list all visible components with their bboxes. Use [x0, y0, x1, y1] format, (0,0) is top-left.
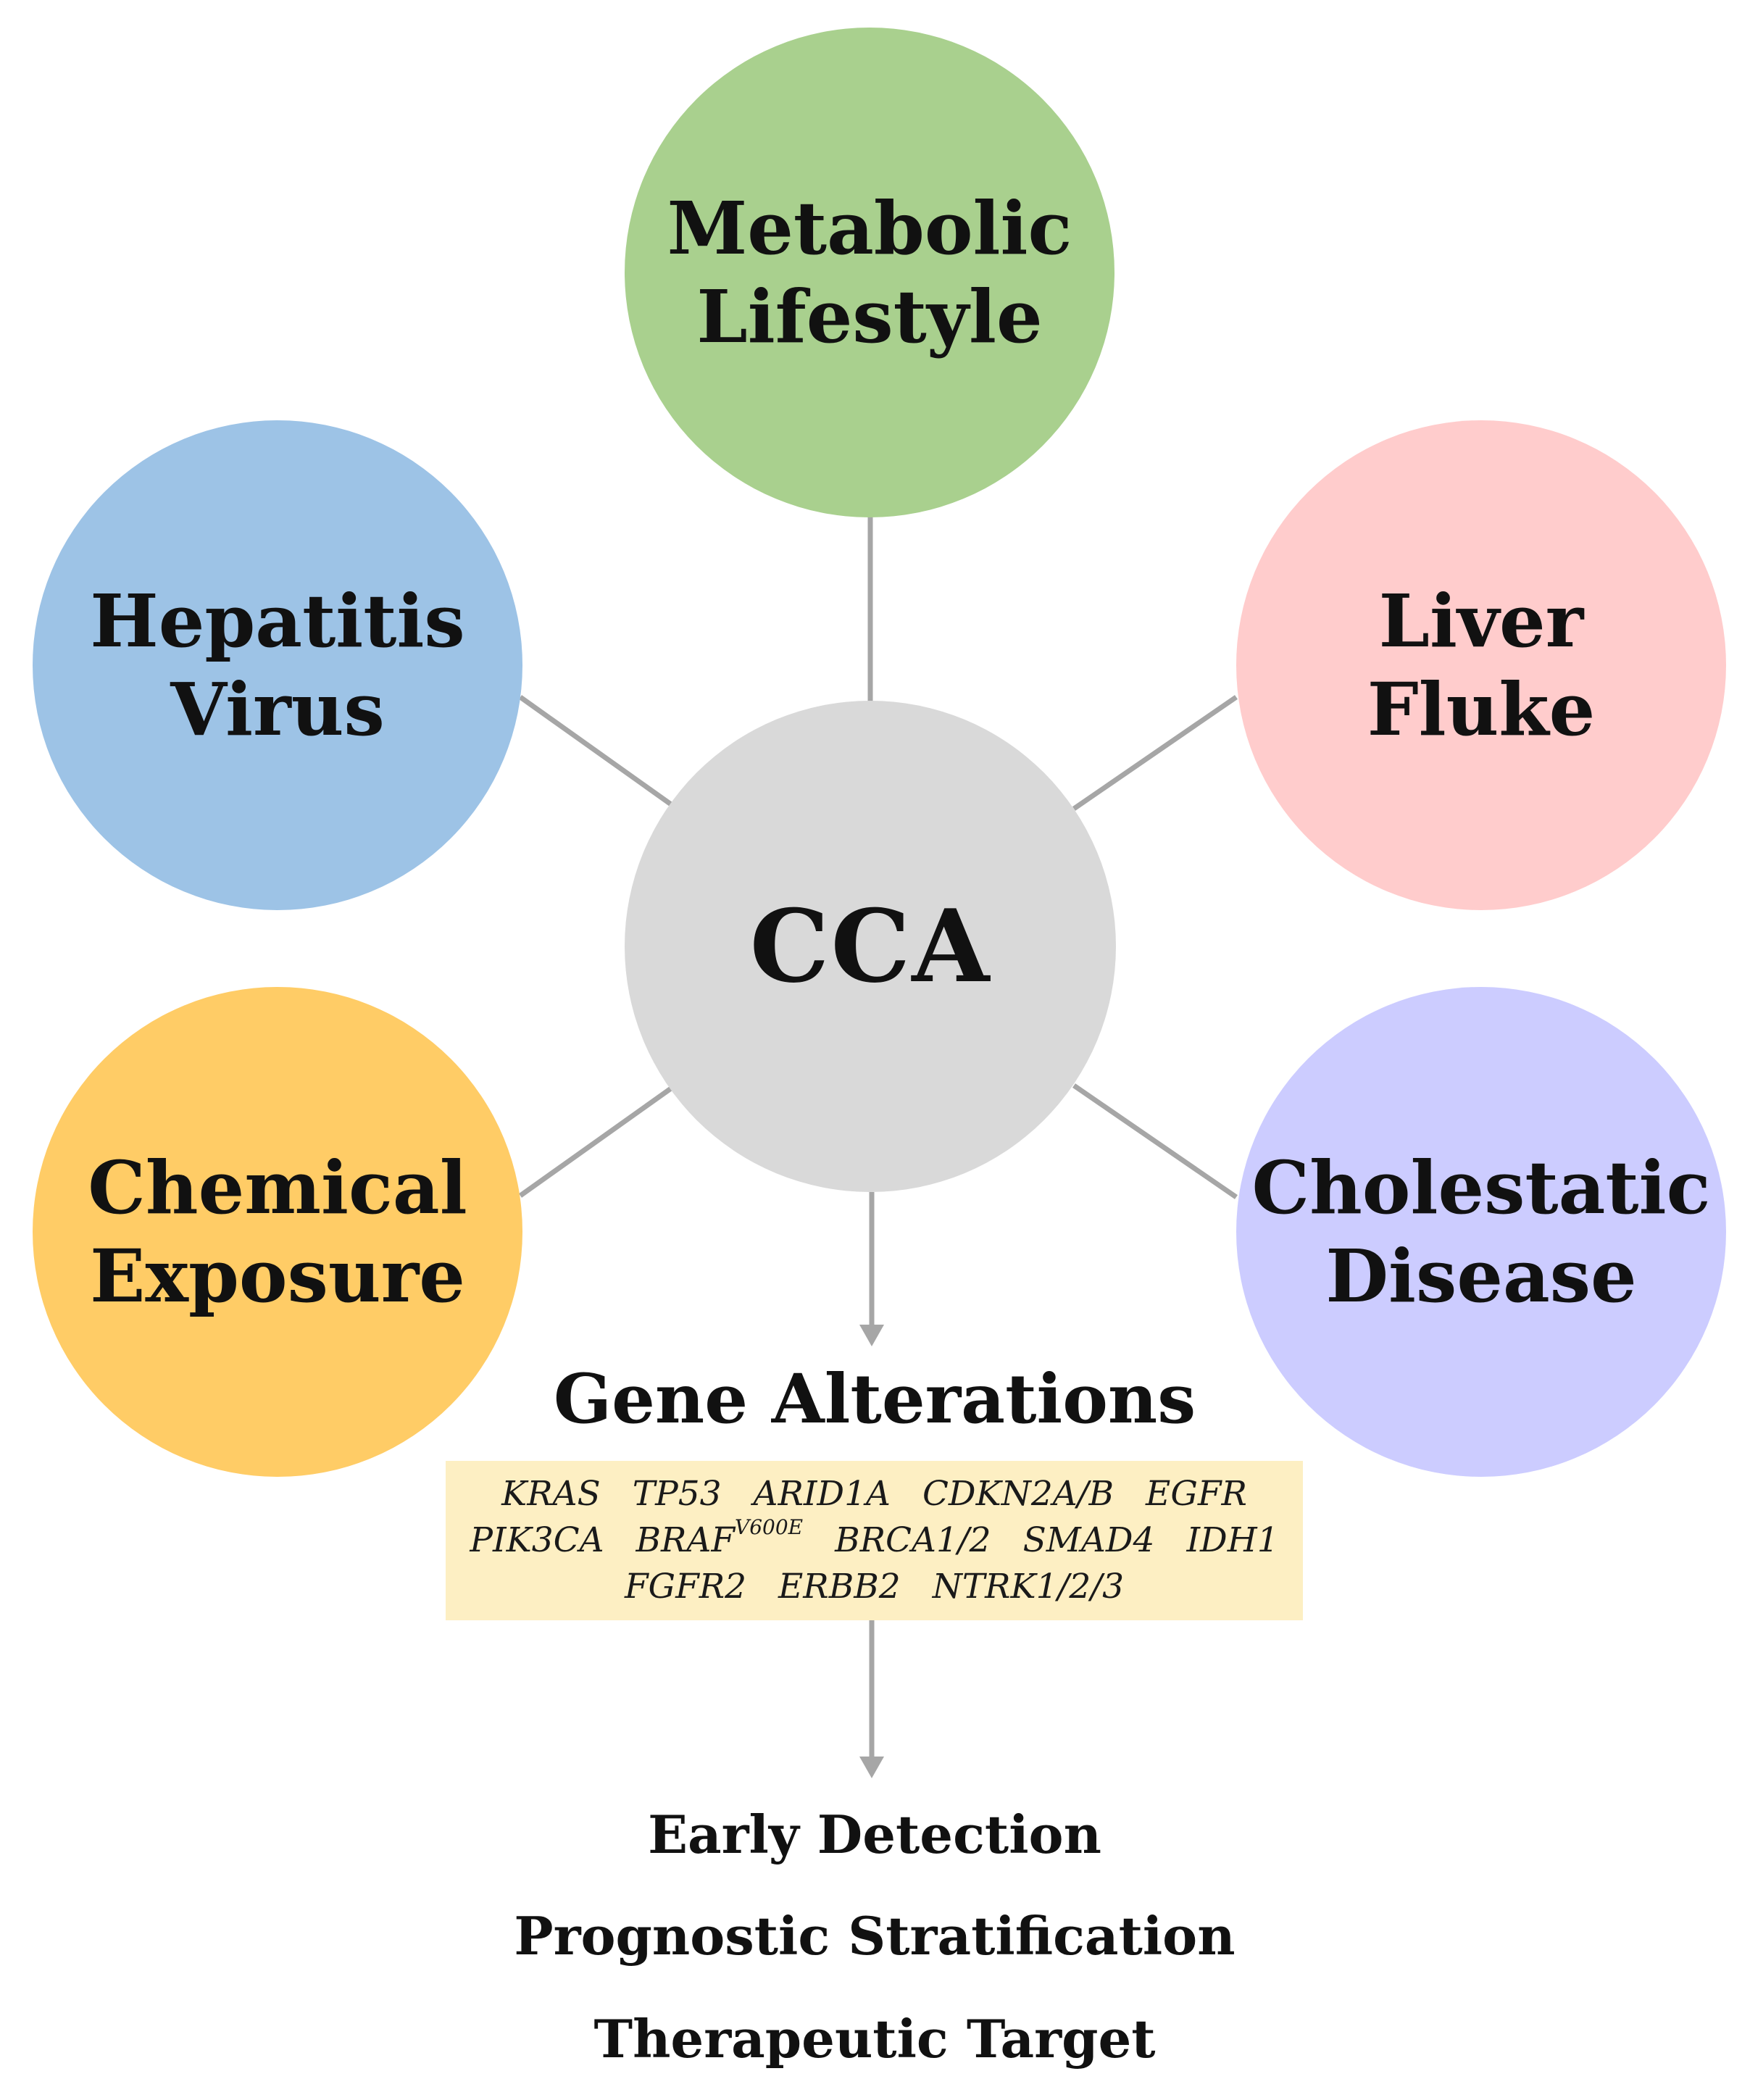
- center-node-cca: CCA: [625, 701, 1116, 1192]
- arrow-to-genes-head: [859, 1325, 884, 1346]
- connector-cholestatic: [1072, 1083, 1238, 1199]
- factor-hepatitis-virus: Hepatitis Virus: [33, 420, 522, 910]
- factor-label-line: Liver: [1378, 578, 1584, 664]
- outcome-therapeutic-target: Therapeutic Target: [593, 2008, 1156, 2070]
- factor-liver-fluke: Liver Fluke: [1236, 420, 1726, 910]
- gene-item: TP53: [632, 1474, 722, 1514]
- outcome-prognostic-stratification: Prognostic Stratification: [514, 1905, 1236, 1967]
- gene-item: ARID1A: [753, 1474, 891, 1514]
- gene-item: BRAF: [636, 1520, 735, 1560]
- factor-label-line: Fluke: [1367, 667, 1596, 752]
- gene-item-braf: BRAFV600E: [636, 1517, 804, 1564]
- gene-item: IDH1: [1186, 1520, 1279, 1560]
- gene-row: KRAS TP53 ARID1A CDKN2A/B EGFR: [446, 1471, 1303, 1517]
- factor-label-line: Chemical: [88, 1145, 467, 1230]
- arrow-to-outcomes-head: [859, 1757, 884, 1778]
- gene-item: PIK3CA: [470, 1520, 604, 1560]
- gene-item: EGFR: [1146, 1474, 1247, 1514]
- factor-metabolic-lifestyle: Metabolic Lifestyle: [625, 28, 1114, 517]
- gene-item: NTRK1/2/3: [932, 1567, 1125, 1607]
- gene-row: PIK3CA BRAFV600E BRCA1/2 SMAD4 IDH1: [446, 1517, 1303, 1564]
- factor-label-line: Lifestyle: [696, 274, 1043, 359]
- gene-list-box: KRAS TP53 ARID1A CDKN2A/B EGFR PIK3CA BR…: [446, 1461, 1303, 1620]
- gene-item: SMAD4: [1022, 1520, 1155, 1560]
- gene-item: KRAS: [501, 1474, 601, 1514]
- gene-alterations-title: Gene Alterations: [553, 1359, 1196, 1439]
- outcome-early-detection: Early Detection: [648, 1804, 1101, 1865]
- gene-item: FGFR2: [624, 1567, 746, 1607]
- factor-chemical-exposure: Chemical Exposure: [33, 987, 522, 1477]
- connector-liver: [1072, 695, 1238, 811]
- gene-item: CDKN2A/B: [922, 1474, 1114, 1514]
- gene-item: ERBB2: [778, 1567, 901, 1607]
- factor-label-line: Cholestatic: [1251, 1145, 1711, 1230]
- connector-hepatitis: [518, 695, 673, 807]
- factor-label-line: Virus: [170, 667, 385, 752]
- center-label: CCA: [749, 886, 991, 1005]
- factor-label-line: Hepatitis: [90, 578, 465, 664]
- factor-label-line: Metabolic: [667, 186, 1072, 271]
- factor-label-line: Exposure: [90, 1233, 465, 1319]
- factor-cholestatic-disease: Cholestatic Disease: [1236, 987, 1726, 1477]
- factor-label-line: Disease: [1325, 1233, 1637, 1319]
- connector-chemical: [518, 1086, 673, 1198]
- gene-row: FGFR2 ERBB2 NTRK1/2/3: [446, 1564, 1303, 1610]
- gene-superscript: V600E: [735, 1515, 804, 1539]
- gene-item: BRCA1/2: [835, 1520, 991, 1560]
